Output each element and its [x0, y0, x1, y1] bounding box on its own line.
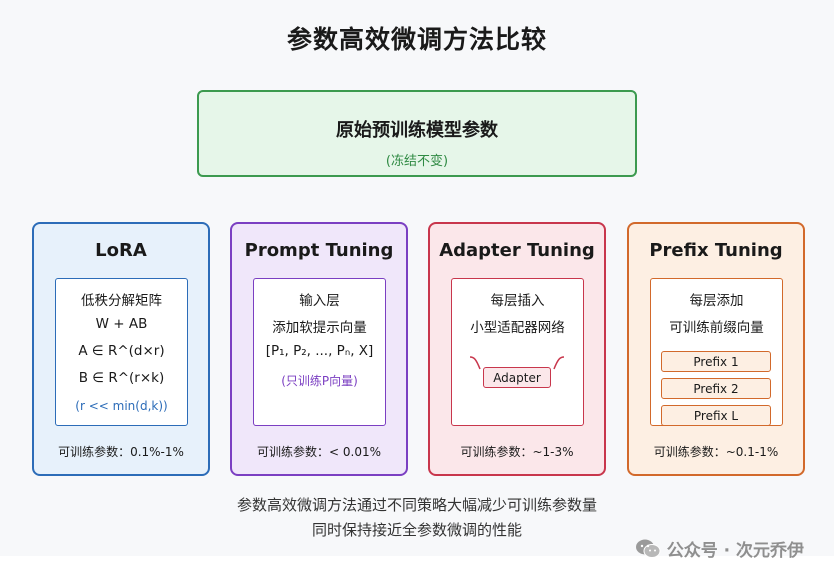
prefix-item-l: Prefix L: [661, 405, 771, 426]
prompt-tuning-title: Prompt Tuning: [244, 240, 394, 261]
diagram-canvas: 参数高效微调方法比较 原始预训练模型参数 (冻结不变) LoRA 低秩分解矩阵 …: [32, 25, 805, 539]
adapter-line-2: 小型适配器网络: [470, 320, 565, 336]
summary-line-2: 同时保持接近全参数微调的性能: [311, 521, 522, 539]
lora-detail-box: 低秩分解矩阵 W + AB A ∈ R^(d×r) B ∈ R^(r×k) (r…: [55, 278, 188, 426]
lora-footer: 可训练参数：0.1%-1%: [58, 445, 184, 459]
prefix-line-2: 可训练前缀向量: [669, 320, 764, 336]
prompt-line-2: 添加软提示向量: [272, 320, 367, 336]
base-model-note: (冻结不变): [385, 154, 449, 169]
prompt-line-4: (只训练P向量): [281, 374, 358, 388]
lora-line-5: (r << min(d,k)): [75, 399, 168, 413]
prompt-tuning-card: Prompt Tuning 输入层 添加软提示向量 [P₁, P₂, ..., …: [230, 222, 408, 476]
prefix-tuning-footer: 可训练参数：~0.1-1%: [653, 445, 779, 459]
prefix-item-2: Prefix 2: [661, 378, 771, 399]
prefix-tuning-detail-box: 每层添加 可训练前缀向量 Prefix 1 Prefix 2 Prefix L: [650, 278, 783, 426]
prompt-tuning-detail-box: 输入层 添加软提示向量 [P₁, P₂, ..., Pₙ, X] (只训练P向量…: [253, 278, 386, 426]
adapter-tuning-footer: 可训练参数：~1-3%: [460, 445, 574, 459]
watermark: 公众号 · 次元乔伊: [635, 536, 804, 561]
adapter-line-1: 每层插入: [490, 293, 545, 309]
diagram-title: 参数高效微调方法比较: [286, 25, 547, 54]
wechat-icon: [635, 539, 661, 558]
summary-line-1: 参数高效微调方法通过不同策略大幅减少可训练参数量: [236, 496, 597, 514]
prompt-line-3: [P₁, P₂, ..., Pₙ, X]: [265, 343, 374, 359]
adapter-module: Adapter: [483, 367, 551, 388]
adapter-tuning-card: Adapter Tuning 每层插入 小型适配器网络 Adapter 可训练参…: [428, 222, 606, 476]
lora-line-1: 低秩分解矩阵: [81, 293, 162, 309]
prefix-tuning-card: Prefix Tuning 每层添加 可训练前缀向量 Prefix 1 Pref…: [627, 222, 805, 476]
prompt-line-1: 输入层: [299, 293, 340, 309]
prefix-line-1: 每层添加: [689, 293, 744, 309]
adapter-tuning-detail-box: 每层插入 小型适配器网络 Adapter: [451, 278, 584, 426]
adapter-bypass-connector: [469, 356, 565, 370]
lora-title: LoRA: [95, 240, 147, 261]
lora-line-3: A ∈ R^(d×r): [78, 343, 165, 359]
base-model-box: 原始预训练模型参数 (冻结不变): [197, 90, 637, 177]
prefix-tuning-title: Prefix Tuning: [649, 240, 783, 261]
lora-card: LoRA 低秩分解矩阵 W + AB A ∈ R^(d×r) B ∈ R^(r×…: [32, 222, 210, 476]
watermark-text: 公众号 · 次元乔伊: [666, 541, 804, 561]
prefix-item-1: Prefix 1: [661, 351, 771, 372]
lora-line-4: B ∈ R^(r×k): [78, 370, 165, 386]
prompt-tuning-footer: 可训练参数：< 0.01%: [257, 445, 381, 459]
lora-line-2: W + AB: [95, 316, 148, 332]
adapter-tuning-title: Adapter Tuning: [439, 240, 595, 261]
base-model-title: 原始预训练模型参数: [336, 120, 498, 141]
